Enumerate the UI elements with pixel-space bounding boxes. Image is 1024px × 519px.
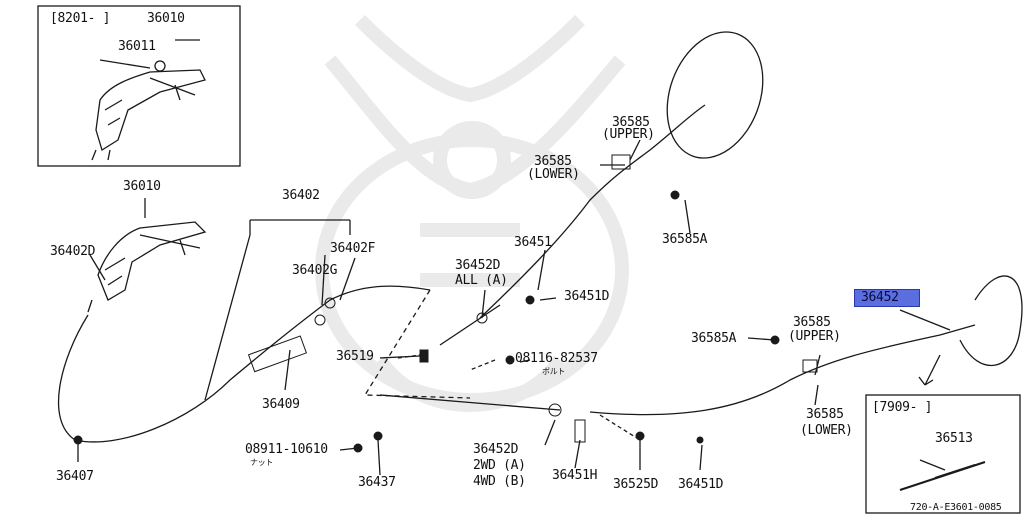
part-08116-82537[interactable]: 08116-82537 [515,351,598,366]
part-36010[interactable]: 36010 [123,179,161,194]
equalizer-rod [439,304,501,346]
part-36452-selected[interactable]: 36452 [854,289,920,307]
part-36010-inset: 36010 [147,11,185,26]
cable-lower [379,324,976,416]
2wd-note: 2WD (A) [473,458,526,473]
inset-top-date-range: [8201- ] [50,11,111,26]
part-36407[interactable]: 36407 [56,469,94,484]
part-36452D-bottom[interactable]: 36452D [473,442,519,457]
cable-36402 [57,285,431,443]
part-36585-upper-right[interactable]: 36585 [793,315,831,330]
samurai-helmet-logo [315,15,629,412]
part-36585-lower-right[interactable]: 36585 [806,407,844,422]
part-36451[interactable]: 36451 [514,235,552,250]
part-36451H[interactable]: 36451H [552,468,598,483]
upper-top-note: (UPPER) [602,127,655,142]
inset-top-frame [37,5,241,167]
part-36402[interactable]: 36402 [282,188,320,203]
part-36452D-top[interactable]: 36452D [455,258,501,273]
part-36402G[interactable]: 36402G [292,263,338,278]
part-36011-inset: 36011 [118,39,156,54]
part-36519[interactable]: 36519 [336,349,374,364]
rear-brake-drum-upper [666,31,764,159]
part-36402D[interactable]: 36402D [50,244,96,259]
part-36409[interactable]: 36409 [262,397,300,412]
inset-bottom-frame [865,394,1021,514]
part-36585A-right[interactable]: 36585A [691,331,737,346]
part-36451D-mid[interactable]: 36451D [564,289,610,304]
4wd-note: 4WD (B) [473,474,526,489]
all-a-note: ALL (A) [455,273,508,288]
part-36513[interactable]: 36513 [935,431,973,446]
inset-lever-drawing [91,60,206,161]
inset-bottom-date-range: [7909- ] [872,400,933,415]
part-36451D-bottom[interactable]: 36451D [678,477,724,492]
part-36585-lower-top[interactable]: 36585 [534,154,572,169]
part-36585A-top[interactable]: 36585A [662,232,708,247]
cable-36451 [479,104,706,319]
catalog-code: 720-A-E3601-0085 [910,502,1002,513]
nut-label-jp: ナット [250,458,274,467]
part-36437[interactable]: 36437 [358,475,396,490]
part-36525D[interactable]: 36525D [613,477,659,492]
part-08911-10610[interactable]: 08911-10610 [245,442,328,457]
lower-top-note: (LOWER) [527,167,580,182]
main-lever-drawing [87,221,207,313]
upper-right-note: (UPPER) [788,329,841,344]
lower-right-note: (LOWER) [800,423,853,438]
part-36585-upper-top[interactable]: 36585 [612,115,650,130]
part-36402F[interactable]: 36402F [330,241,376,256]
bolt-label-jp: ボルト [542,367,566,376]
